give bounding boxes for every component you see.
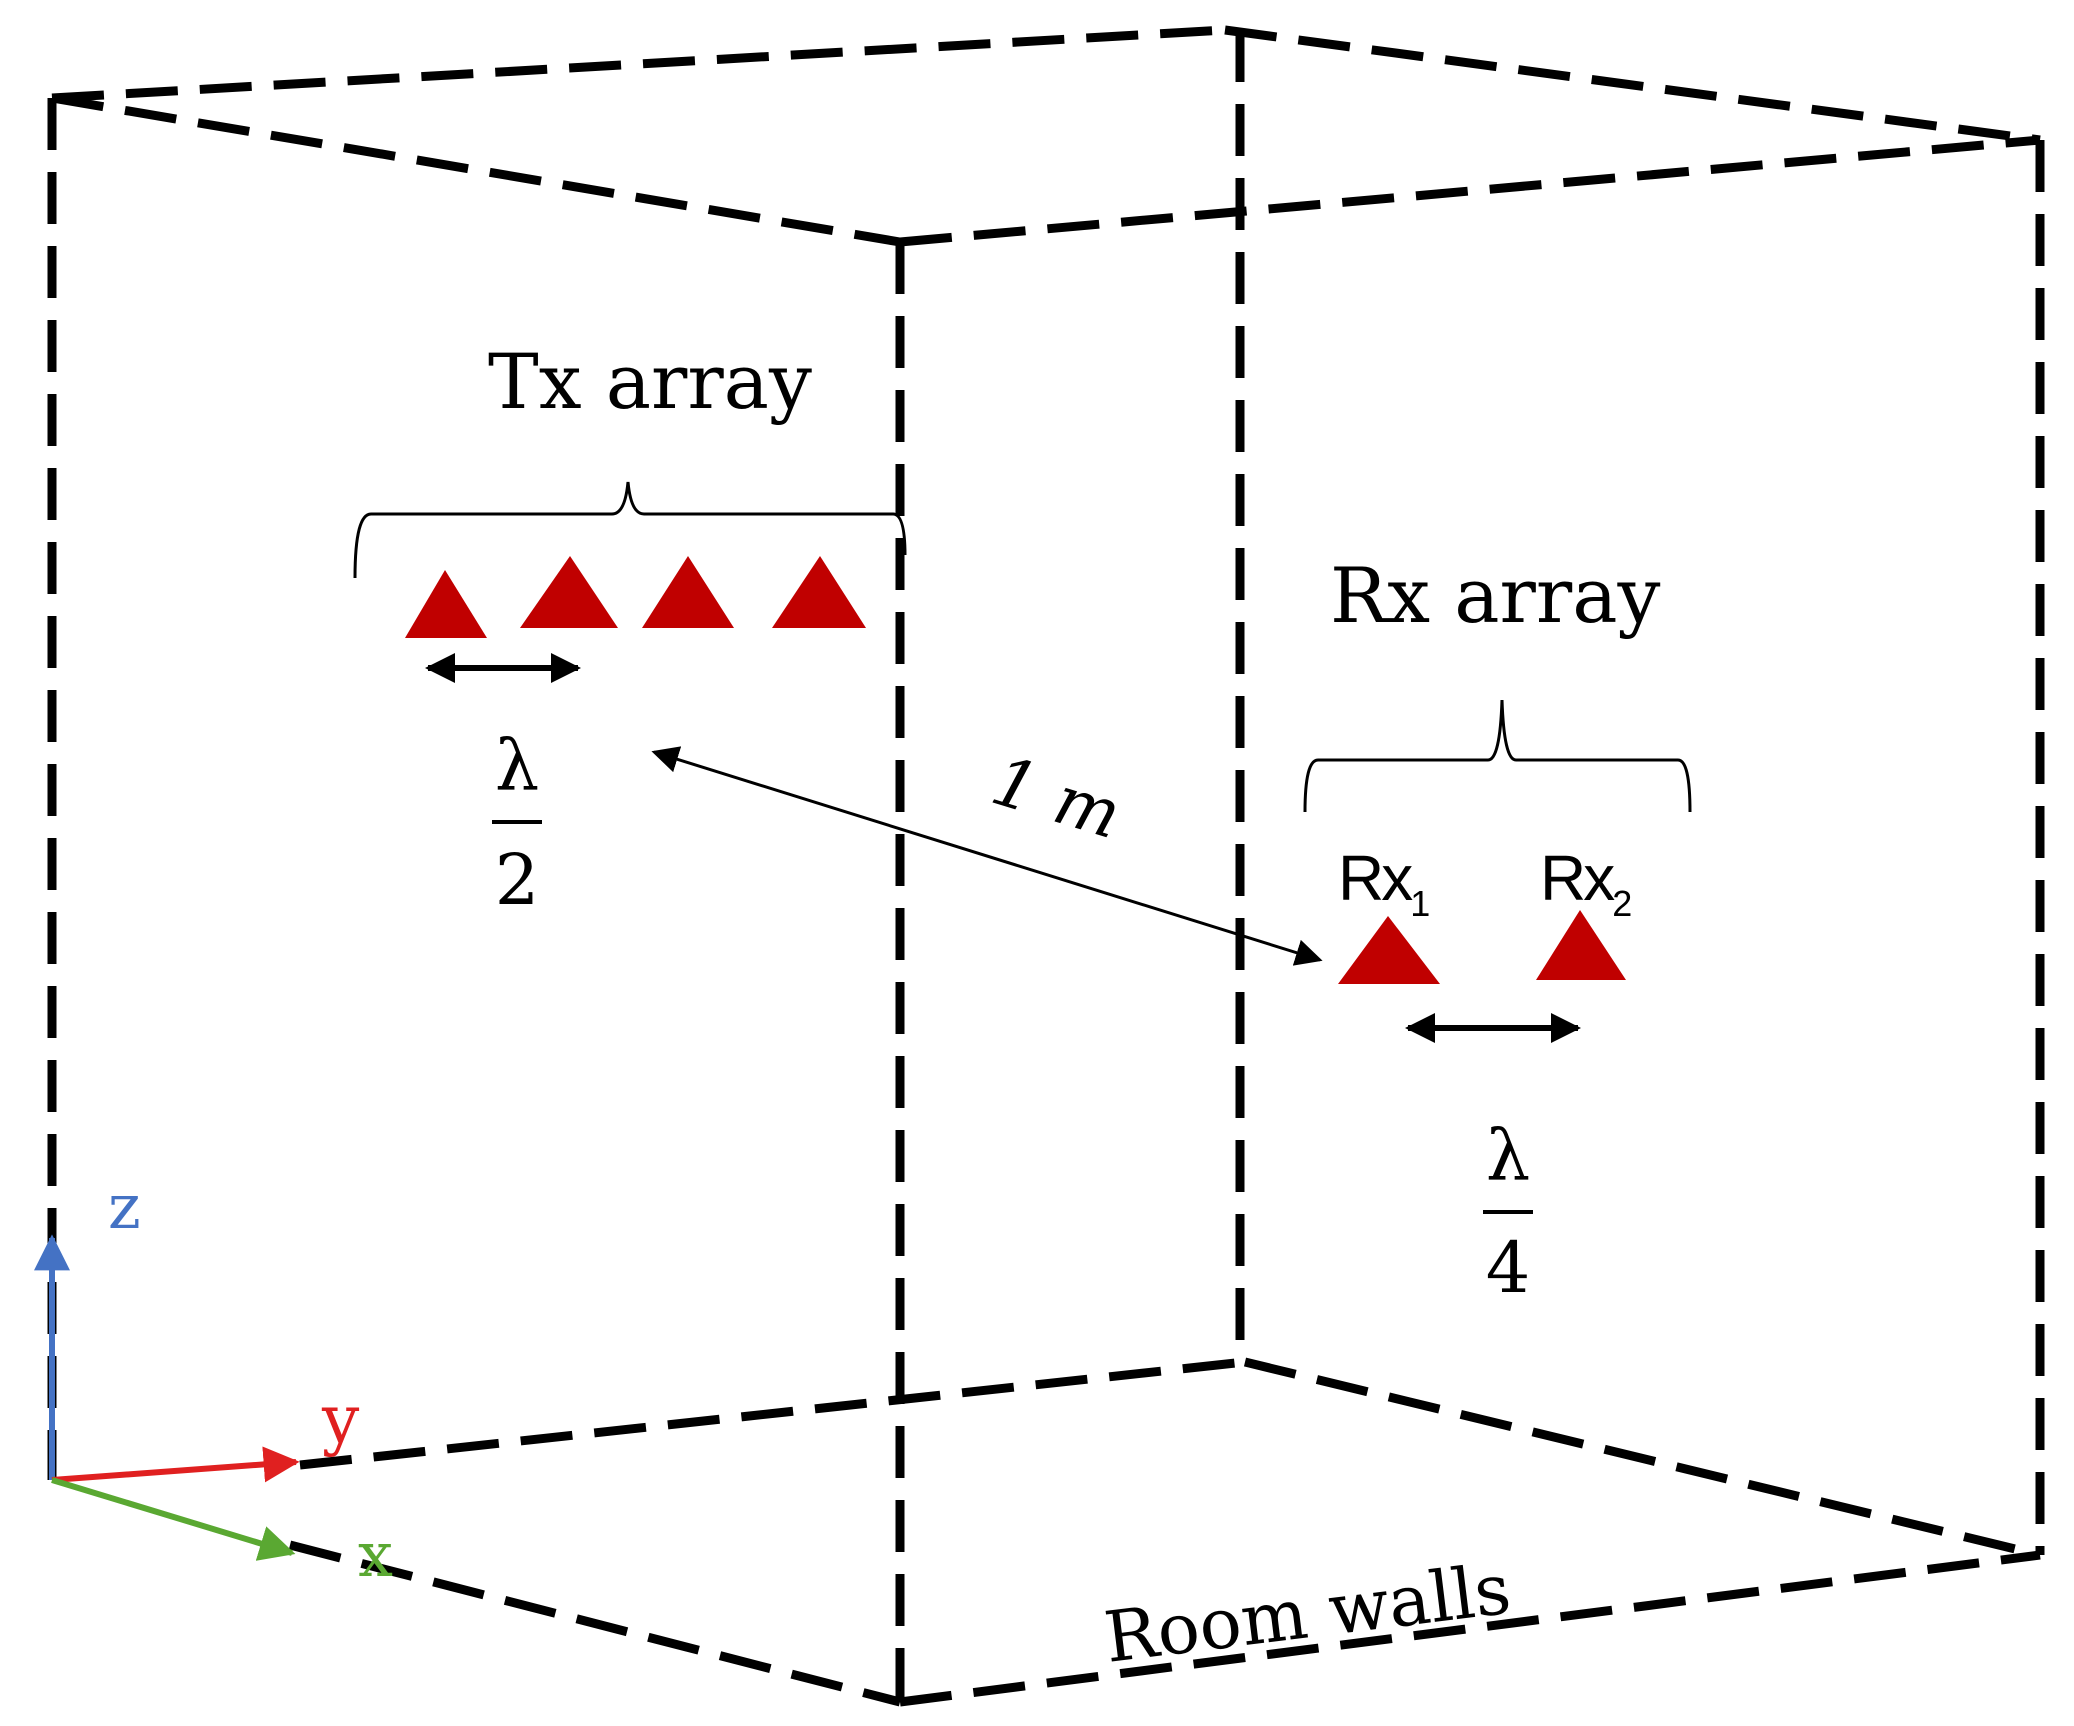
tx-antenna-2-icon bbox=[520, 556, 618, 628]
axis-y-arrow bbox=[51, 1446, 300, 1483]
rx2-subscript: 2 bbox=[1612, 883, 1631, 924]
rx-array-brace bbox=[1303, 699, 1692, 813]
tx-spacing-denominator: 2 bbox=[495, 839, 540, 921]
room-walls-wireframe bbox=[47, 25, 2045, 1707]
axis-y-label: y bbox=[321, 1381, 360, 1458]
tx-array-brace bbox=[353, 481, 907, 579]
distance-label: 1 m bbox=[983, 742, 1130, 855]
tx-antennas bbox=[405, 556, 866, 638]
rx-antenna-1-icon bbox=[1338, 916, 1440, 984]
rx-spacing-denominator: 4 bbox=[1486, 1227, 1531, 1309]
rx1-label: Rx1 bbox=[1338, 842, 1429, 924]
rx-array-label: Rx array bbox=[1330, 551, 1661, 640]
distance-arrow bbox=[651, 746, 1323, 966]
rx-antenna-2-icon bbox=[1536, 910, 1626, 980]
tx-array-label: Tx array bbox=[488, 337, 812, 426]
tx-antenna-1-icon bbox=[405, 570, 487, 638]
tx-spacing-numerator: λ bbox=[495, 725, 539, 807]
coordinate-axes bbox=[34, 1234, 300, 1561]
tx-antenna-3-icon bbox=[642, 556, 734, 628]
axis-x-label: x bbox=[358, 1518, 393, 1591]
tx-antenna-4-icon bbox=[772, 556, 866, 628]
rx1-subscript: 1 bbox=[1410, 883, 1429, 924]
rx2-label: Rx2 bbox=[1540, 842, 1631, 924]
rx-spacing-numerator: λ bbox=[1486, 1115, 1530, 1197]
rx-antennas bbox=[1338, 910, 1626, 984]
room-walls-label: Room walls bbox=[1100, 1548, 1515, 1679]
axis-x-arrow bbox=[51, 1477, 296, 1561]
axis-z-label: z bbox=[108, 1170, 141, 1243]
